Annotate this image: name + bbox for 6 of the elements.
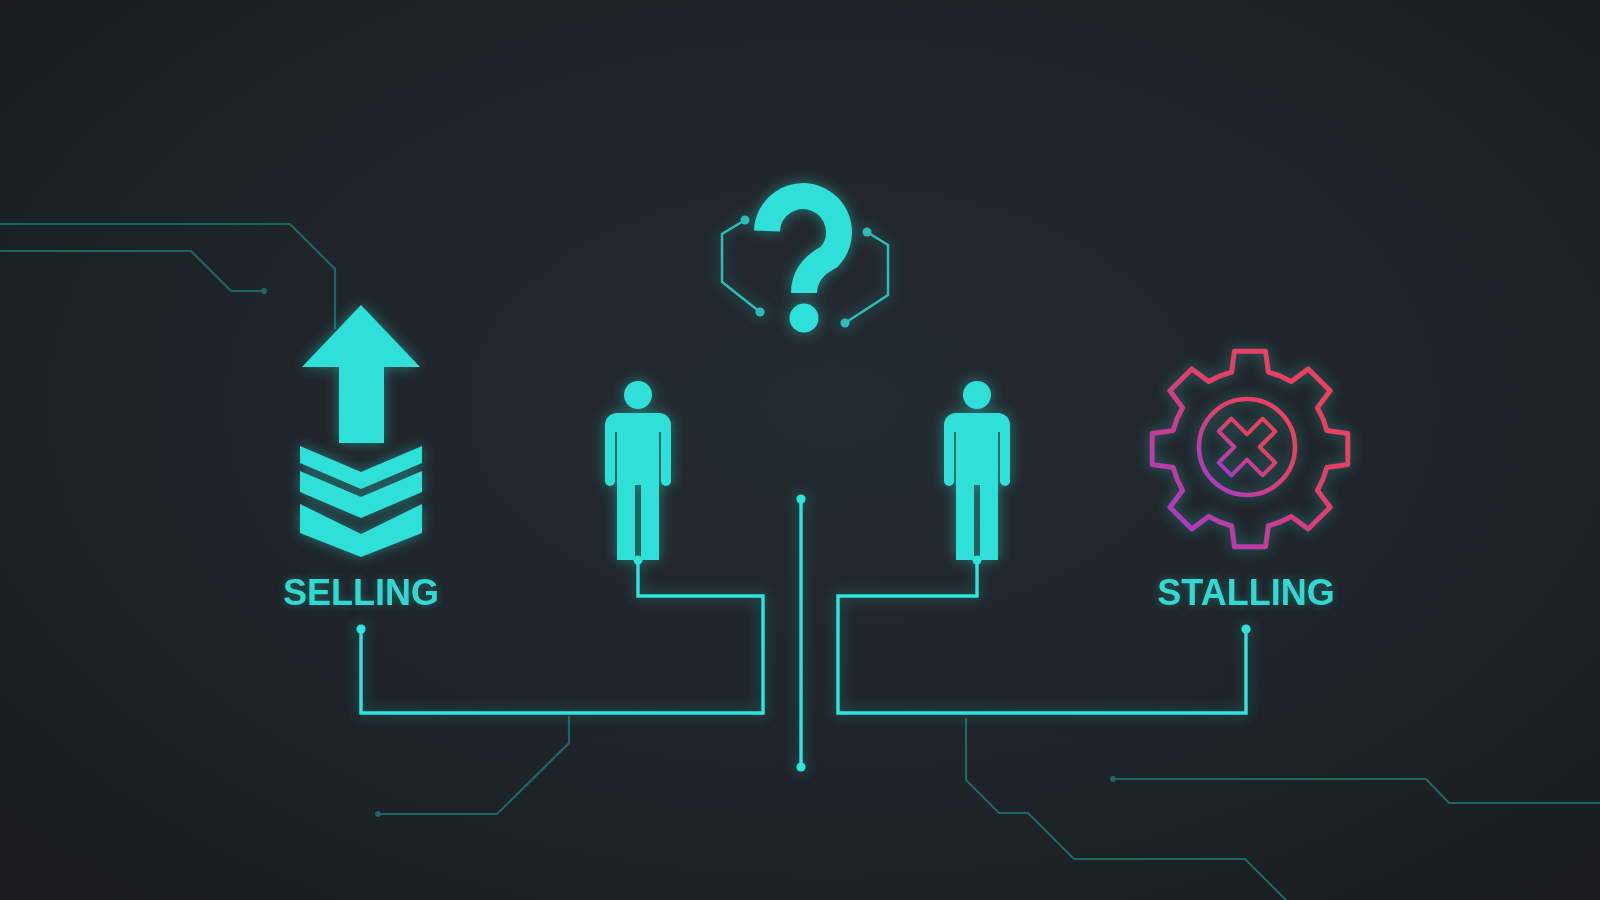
connector-line [356,555,765,715]
label-text: SELLING [283,575,439,629]
person-icon [944,380,1010,560]
connector-line [836,555,1251,715]
label-text: STALLING [1157,575,1335,629]
person-icon [605,380,671,560]
